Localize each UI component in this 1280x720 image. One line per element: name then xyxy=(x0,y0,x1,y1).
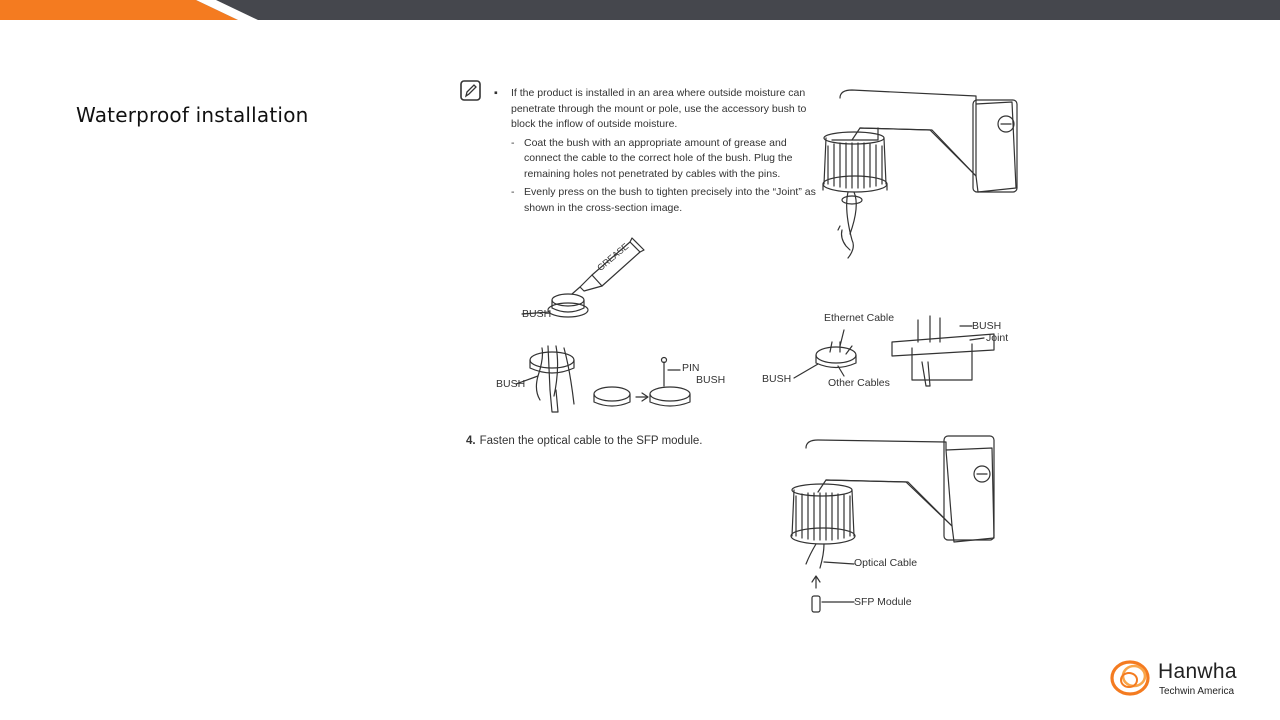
label-bush-4: BUSH xyxy=(762,373,792,385)
manual-excerpt: ▪ If the product is installed in an area… xyxy=(460,80,1040,625)
label-ethernet-cable: Ethernet Cable xyxy=(824,312,895,324)
hanwha-logo: Hanwha Techwin America xyxy=(1108,656,1258,702)
bush-pin-illustration xyxy=(593,356,691,407)
note-sub-2: Evenly press on the bush to tighten prec… xyxy=(511,185,816,216)
slide-title: Waterproof installation xyxy=(76,103,309,127)
bush-with-cables-illustration xyxy=(515,345,575,413)
brand-name: Hanwha xyxy=(1158,660,1237,683)
note-sub-1: Coat the bush with an appropriate amount… xyxy=(511,136,816,183)
note-bullet: ▪ xyxy=(494,87,498,99)
arrow-right-icon xyxy=(635,392,649,402)
grease-tube-illustration xyxy=(521,237,645,318)
note-main: If the product is installed in an area w… xyxy=(511,87,807,130)
bush-cables-labeled-illustration xyxy=(793,329,857,379)
label-bush-2: BUSH xyxy=(496,378,526,390)
step-4-text: Fasten the optical cable to the SFP modu… xyxy=(479,435,703,447)
cross-section-illustration xyxy=(891,315,995,387)
label-joint: Joint xyxy=(986,332,1009,344)
hanwha-logo-mark-icon xyxy=(1110,660,1150,696)
brand-sub: Techwin America xyxy=(1159,686,1235,697)
label-pin: PIN xyxy=(682,362,700,374)
note-pencil-icon xyxy=(460,80,481,101)
wall-mount-illustration-top xyxy=(822,89,1018,259)
step-4-number: 4. xyxy=(466,435,476,447)
step-4: 4.Fasten the optical cable to the SFP mo… xyxy=(466,435,703,447)
note-text: ▪ If the product is installed in an area… xyxy=(494,86,816,216)
label-bush-3: BUSH xyxy=(696,374,726,386)
label-bush-5: BUSH xyxy=(972,320,1002,332)
label-optical-cable: Optical Cable xyxy=(854,557,918,569)
label-sfp-module: SFP Module xyxy=(854,596,912,608)
label-bush-1: BUSH xyxy=(522,308,552,320)
top-bar xyxy=(0,0,1280,20)
label-other-cables: Other Cables xyxy=(828,377,890,389)
wall-mount-illustration-bottom xyxy=(790,435,995,613)
manual-illustrations xyxy=(515,89,1018,613)
